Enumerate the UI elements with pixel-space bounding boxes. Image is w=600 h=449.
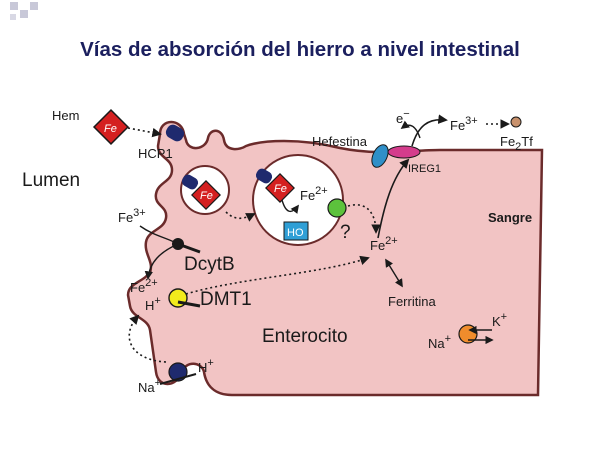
dmt1-to-cytosol-arrow (185, 255, 370, 295)
hem-iron-square (92, 108, 130, 146)
nhe-stalk (159, 373, 197, 385)
hefestina-label: Hefestina (312, 134, 368, 149)
electron-label: e− (396, 108, 410, 126)
sangre-label: Sangre (488, 210, 532, 225)
transferrin-ball (510, 116, 522, 128)
k-pump-label: K+ (492, 311, 507, 329)
hem-fe-label: Fe (104, 123, 117, 135)
vesicle-iron-square (191, 180, 221, 210)
vesicle-transfer-arrow (225, 211, 256, 222)
vesicle-transporter (181, 174, 199, 190)
hem-label: Hem (52, 108, 79, 123)
ho-arrow (281, 199, 300, 214)
na-pump-label: Na+ (428, 333, 451, 351)
vesicle-large (252, 154, 344, 246)
lumen-label: Lumen (22, 170, 80, 191)
unknown-exporter (327, 198, 347, 218)
page-title: Vías de absorción del hierro a nivel int… (80, 38, 520, 61)
hefestina-protein (371, 144, 389, 168)
dcytb-label: DcytB (184, 254, 235, 275)
fe3-blood-label: Fe3+ (450, 115, 478, 133)
unknown-exporter-question: ? (340, 222, 351, 243)
hem-to-hcp1-arrow (127, 127, 162, 138)
nhe-exchanger (168, 362, 188, 382)
vesicle-fe-label: Fe (200, 190, 213, 202)
hcp1-transporter (165, 124, 185, 142)
ireg1-transporter (387, 145, 421, 159)
na-lower-label: Na+ (138, 377, 161, 395)
electron-arrow (400, 120, 421, 139)
fe2-lumen-label: Fe2+ (130, 277, 158, 295)
ireg1-label: IREG1 (408, 163, 441, 175)
fe3-lumen-label: Fe3+ (118, 207, 146, 225)
lysosome-transporter (255, 168, 273, 184)
ho-enzyme-box (283, 221, 309, 241)
dmt1-stalk (177, 300, 201, 308)
ireg1-to-fe3-arrow (411, 114, 448, 147)
hcp1-label: HCP1 (138, 146, 173, 161)
h-dmt1-label: H+ (145, 295, 161, 313)
ferritina-arrow (385, 258, 403, 288)
fe2-vesicle-label: Fe2+ (300, 185, 328, 203)
h-lower-label: H+ (198, 357, 214, 375)
fe2tf-label: Fe2Tf (500, 134, 533, 153)
fe2-cytosol-label: Fe2+ (370, 235, 398, 253)
ferritina-label: Ferritina (388, 294, 436, 309)
enterocito-label: Enterocito (262, 326, 348, 347)
lysosome-fe-label: Fe (274, 183, 287, 195)
cytosol-to-ireg1-arrow (377, 158, 410, 239)
enterocyte-cell (126, 120, 544, 397)
dmt1-label: DMT1 (200, 289, 252, 310)
dcytb-stalk (177, 242, 201, 254)
lysosome-iron-square (265, 173, 295, 203)
corner-decoration (10, 2, 38, 20)
ho-label: HO (287, 227, 304, 239)
